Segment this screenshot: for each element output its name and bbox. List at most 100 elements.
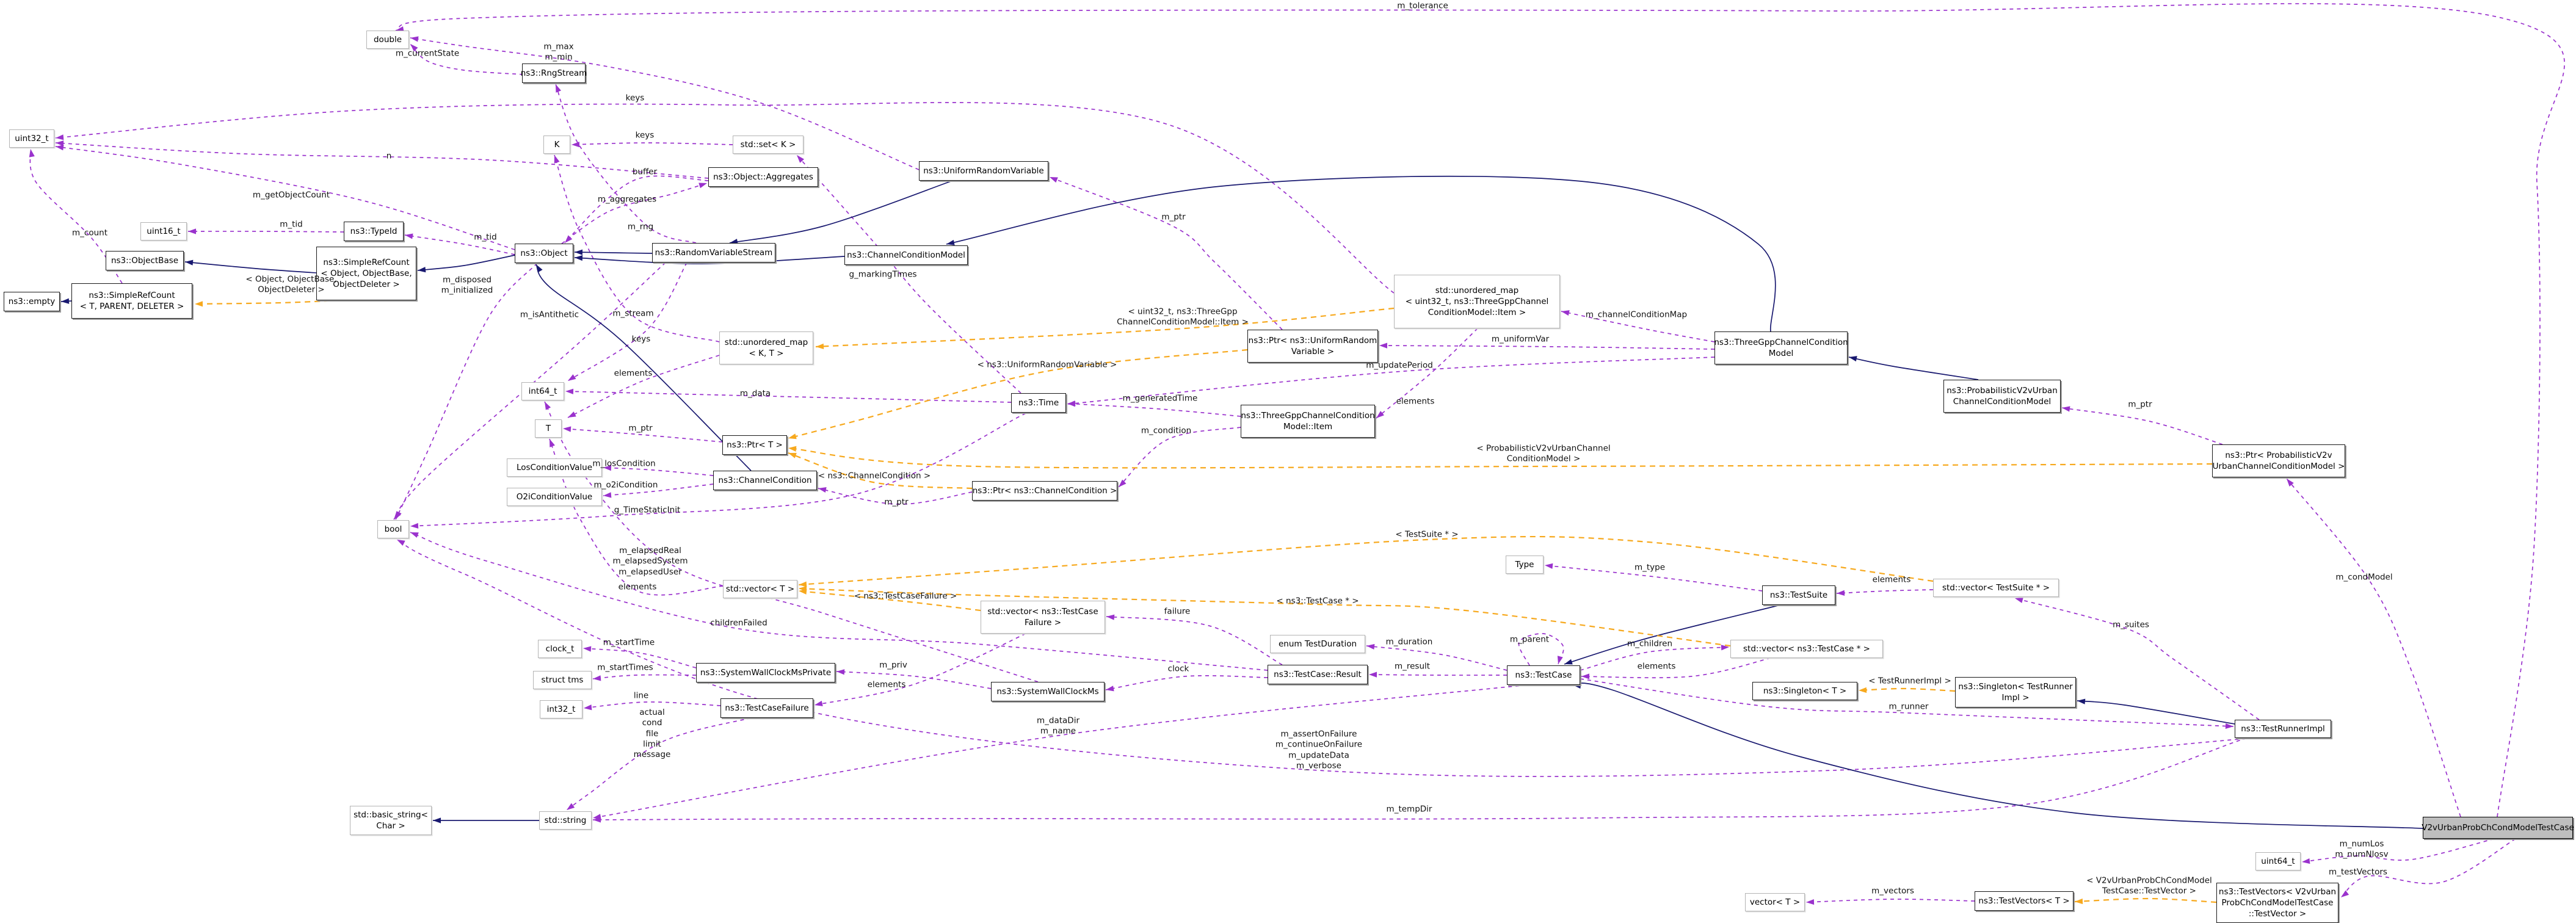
- node-testcase[interactable]: ns3::TestCase: [1507, 665, 1580, 685]
- edge-rvs-rngstream: [555, 84, 697, 244]
- node-ccm[interactable]: ns3::ChannelConditionModel: [844, 245, 968, 265]
- node-label-line: std::vector< T >: [725, 584, 795, 594]
- node-aggregates[interactable]: ns3::Object::Aggregates: [708, 167, 818, 187]
- arrowhead: [799, 581, 807, 587]
- node-label-line: ns3::RandomVariableStream: [655, 247, 773, 258]
- node-label-line: ns3::ChannelConditionModel: [847, 250, 965, 260]
- arrowhead: [554, 155, 560, 164]
- arrowhead: [2062, 406, 2070, 412]
- node-label-line: ns3::SimpleRefCount: [323, 257, 410, 267]
- node-label-line: enum TestDuration: [1278, 639, 1357, 649]
- arrowhead: [603, 465, 612, 471]
- node-empty[interactable]: ns3::empty: [4, 292, 60, 311]
- node-objectbase[interactable]: ns3::ObjectBase: [106, 251, 184, 270]
- edge-rvs-bool: [393, 262, 666, 520]
- node-singt[interactable]: ns3::Singleton< T >: [1752, 682, 1857, 700]
- node-label-line: double: [373, 34, 402, 45]
- node-srcobj[interactable]: ns3::SimpleRefCount< Object, ObjectBase,…: [316, 247, 416, 300]
- edge-vectc-testcase: [1581, 657, 1771, 679]
- arrowhead: [698, 183, 707, 189]
- node-int32: int32_t: [540, 700, 582, 718]
- arrowhead: [536, 264, 543, 273]
- arrowhead: [1369, 671, 1377, 678]
- node-ptrt[interactable]: ns3::Ptr< T >: [722, 435, 787, 455]
- edge-ptrurv-urv: [1049, 176, 1283, 330]
- arrowhead: [545, 402, 551, 410]
- edge-mapkt-k: [554, 154, 720, 342]
- arrowhead: [593, 817, 601, 823]
- edge-result-swcm: [1105, 675, 1268, 690]
- node-swcm[interactable]: ns3::SystemWallClockMs: [991, 682, 1105, 701]
- node-label-line: std::vector< TestSuite * >: [1942, 582, 2050, 593]
- node-tri[interactable]: ns3::TestRunnerImpl: [2235, 720, 2331, 738]
- node-label-line: ns3::Object::Aggregates: [713, 172, 813, 182]
- edge-object-bool: [395, 262, 538, 520]
- node-label-line: ns3::empty: [8, 296, 56, 306]
- arrowhead: [815, 700, 823, 706]
- node-time[interactable]: ns3::Time: [1011, 393, 1066, 413]
- arrowhead: [1119, 479, 1127, 487]
- node-srct[interactable]: ns3::SimpleRefCount< T, PARENT, DELETER …: [71, 283, 192, 319]
- node-label-line: UrbanChannelConditionModel >: [2212, 462, 2345, 471]
- edge-mapu32-mapkt: [815, 307, 1395, 348]
- node-vecsuite: std::vector< TestSuite * >: [1933, 579, 2059, 597]
- edge-singtri-singt: [1858, 687, 1956, 692]
- arrowhead: [563, 426, 571, 432]
- arrowhead: [433, 817, 441, 823]
- node-label-line: std::set< K >: [740, 139, 796, 150]
- node-label-line: Impl >: [2001, 693, 2030, 703]
- node-basicstring: std::basic_string<Char >: [350, 806, 432, 835]
- arrowhead: [788, 433, 797, 440]
- edge-vecsuite-vectort: [798, 535, 1934, 586]
- node-chancond[interactable]: ns3::ChannelCondition: [713, 471, 817, 490]
- node-label-line: ns3::SystemWallClockMs: [996, 686, 1099, 697]
- edge-tri-bool: [396, 539, 2254, 777]
- node-testsuite[interactable]: ns3::TestSuite: [1762, 585, 1835, 605]
- arrowhead: [799, 585, 807, 592]
- node-object[interactable]: ns3::Object: [515, 244, 573, 263]
- node-label-line: bool: [384, 524, 402, 534]
- arrowhead: [2015, 597, 2023, 603]
- edge-vectort-t: [549, 438, 724, 596]
- edge-threegpp-ptrurv: [1379, 345, 1715, 350]
- node-uint16: uint16_t: [140, 222, 187, 241]
- node-rvs[interactable]: ns3::RandomVariableStream: [652, 243, 775, 262]
- node-typeid[interactable]: ns3::TypeId: [344, 222, 404, 241]
- node-label-line: ns3::ObjectBase: [111, 255, 179, 266]
- node-ptrcc[interactable]: ns3::Ptr< ns3::ChannelCondition >: [972, 481, 1117, 501]
- edge-swcm-int64: [544, 401, 1039, 682]
- node-tcf[interactable]: ns3::TestCaseFailure: [720, 698, 813, 718]
- edge-aggregates-object: [564, 175, 709, 244]
- edge-chancond-object: [535, 264, 752, 471]
- arrowhead: [565, 388, 574, 394]
- edge-ptrprob-prob: [2061, 407, 2223, 445]
- node-swcmp[interactable]: ns3::SystemWallClockMsPrivate: [696, 663, 835, 682]
- arrowhead: [1564, 659, 1573, 665]
- node-int64: int64_t: [521, 382, 564, 400]
- edge-tri-string: [592, 737, 2248, 820]
- node-label-line: std::basic_string<: [354, 809, 428, 820]
- node-rngstream[interactable]: ns3::RngStream: [521, 63, 587, 83]
- edge-tvt-vectort2: [1805, 899, 1975, 903]
- node-bool: bool: [377, 520, 409, 538]
- arrowhead: [1561, 310, 1570, 316]
- node-result[interactable]: ns3::TestCase::Result: [1268, 665, 1368, 684]
- node-urv[interactable]: ns3::UniformRandomVariable: [919, 161, 1048, 181]
- node-tvt[interactable]: ns3::TestVectors< T >: [1975, 891, 2073, 911]
- node-v2v[interactable]: V2vUrbanProbChCondModelTestCase: [2422, 817, 2574, 839]
- arrowhead: [1849, 356, 1857, 362]
- node-double: double: [366, 31, 409, 49]
- arrowhead: [603, 492, 612, 498]
- node-label-line: Model: [1768, 349, 1794, 358]
- edge-chancond-loscond: [603, 467, 714, 476]
- node-label-line: ns3::SimpleRefCount: [89, 290, 175, 300]
- node-label-line: ns3::Ptr< T >: [727, 440, 783, 450]
- node-loscond: LosConditionValue: [507, 458, 602, 477]
